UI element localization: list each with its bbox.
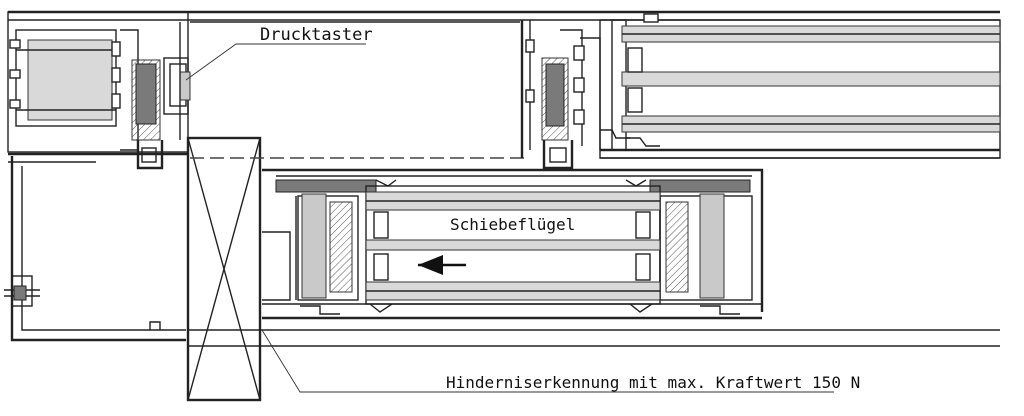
bottom-frame <box>188 329 1000 347</box>
sliding-sash <box>365 179 661 313</box>
push-button-device <box>163 57 191 115</box>
label-obstacle-detection: Hinderniserkennung mit max. Kraftwert 15… <box>446 373 860 392</box>
leader-lines <box>185 43 834 393</box>
label-sliding-sash: Schiebeflügel <box>450 215 575 234</box>
left-wall-profile <box>4 156 186 342</box>
cross-marked-panel <box>179 22 262 402</box>
middle-fixed-frame <box>520 20 630 170</box>
sliding-track-frame <box>262 168 764 320</box>
label-push-button: Drucktaster <box>260 25 373 45</box>
right-top-sash <box>599 13 1001 159</box>
left-fixed-frame <box>7 11 189 170</box>
